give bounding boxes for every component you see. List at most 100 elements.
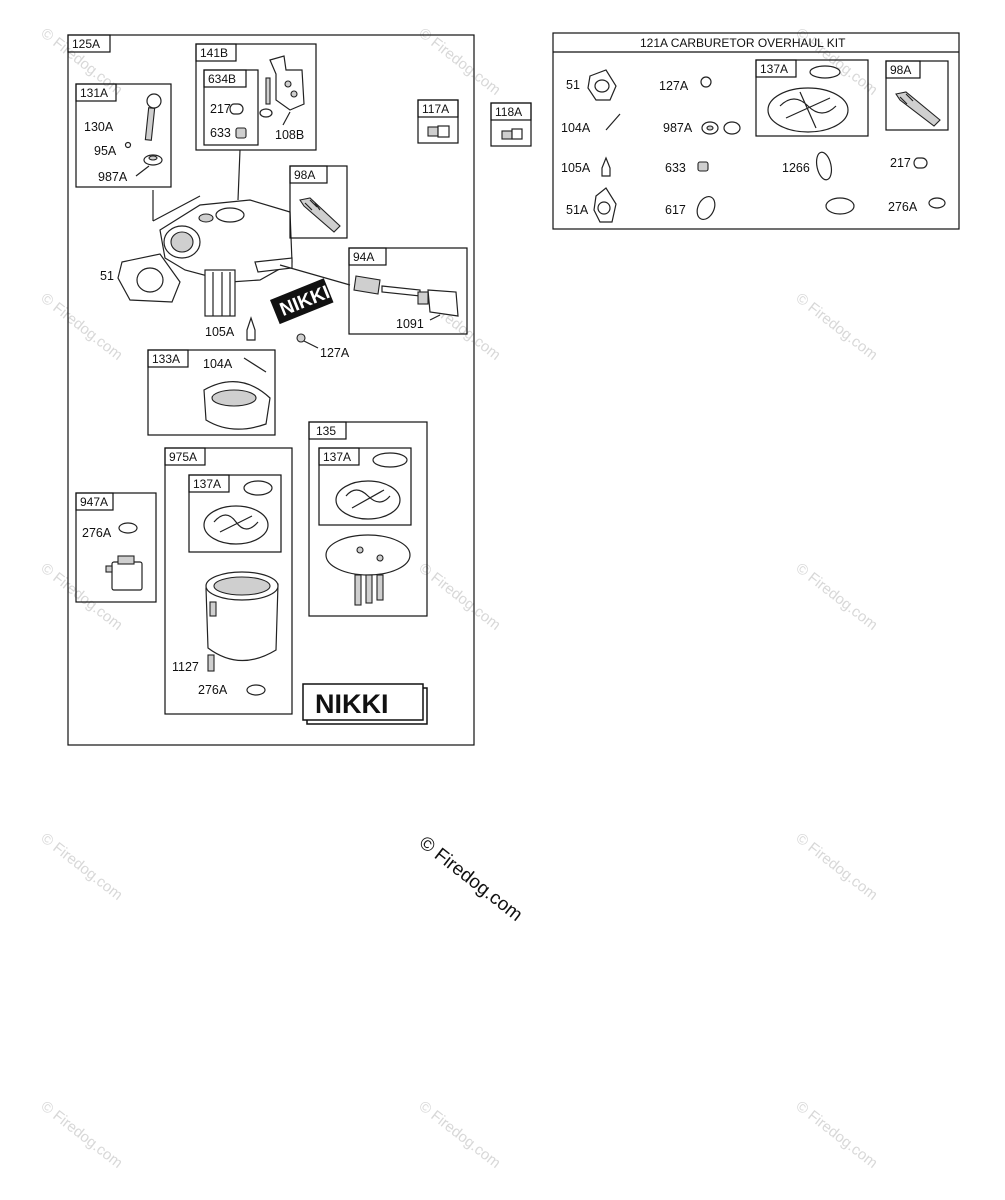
seal-icon (697, 161, 709, 172)
o-ring-icon (696, 196, 716, 220)
main-assembly-box: 125A (67, 34, 475, 746)
group-133A: 133A 104A (147, 349, 276, 436)
group-975A: 975A 137A 1127 276A (164, 447, 293, 715)
group-117A-label: 117A (422, 102, 449, 116)
washer-icon (928, 197, 946, 209)
idle-screw-icon (895, 91, 941, 127)
part-987A: 987A (98, 170, 128, 184)
watermark: © Firedog.com (416, 1098, 504, 1172)
bowl-gasket-icon (335, 480, 401, 520)
kit-98A-label: 98A (890, 63, 911, 77)
group-94A: 94A 1091 (279, 247, 468, 335)
plug-icon (296, 333, 306, 343)
needle-icon (601, 156, 611, 177)
o-ring-icon (809, 65, 841, 79)
part-51: 51 (100, 269, 114, 283)
brand-tag-small: NIKKI (270, 278, 334, 325)
main-assembly-label: 125A (72, 37, 100, 51)
part-217: 217 (210, 102, 231, 116)
group-135-137A-label: 137A (323, 450, 351, 464)
group-98A: 98A (289, 165, 348, 239)
watermark: © Firedog.com (793, 290, 881, 364)
kit-part-127A: 127A (659, 79, 689, 93)
group-947A: 947A 276A (75, 492, 157, 603)
kit-part-276A: 276A (888, 200, 918, 214)
bowl-screw-icon (207, 654, 215, 672)
kit-part-104A: 104A (561, 121, 591, 135)
part-130A: 130A (84, 120, 114, 134)
choke-shaft-icon (146, 93, 162, 109)
washer-icon (246, 684, 266, 696)
group-135-label: 135 (316, 424, 336, 438)
part-276A: 276A (82, 526, 112, 540)
part-1127: 1127 (172, 660, 199, 674)
kit-part-51: 51 (566, 78, 580, 92)
watermark: © Firedog.com (38, 290, 126, 364)
plug-icon (700, 76, 712, 88)
watermark-center: © Firedog.com (415, 832, 526, 925)
kit-part-1266: 1266 (782, 161, 810, 175)
watermark: © Firedog.com (793, 830, 881, 904)
watermark: © Firedog.com (793, 560, 881, 634)
kit-part-617: 617 (665, 203, 686, 217)
kit-part-987A: 987A (663, 121, 693, 135)
spring-icon (353, 275, 381, 295)
kit-137A-label: 137A (760, 62, 788, 76)
solenoid-icon (427, 289, 459, 317)
group-131A: 131A 130A 95A 987A (75, 83, 172, 188)
brand-badge-large: NIKKI (302, 683, 428, 725)
part-276A: 276A (198, 683, 228, 697)
gasket-51: 51 (100, 253, 181, 303)
diaphragm-plate-icon (325, 534, 411, 576)
loose-parts: 105A 127A (205, 316, 350, 360)
watermarks: © Firedog.com © Firedog.com © Firedog.co… (38, 25, 881, 1172)
group-117A: 117A (417, 99, 459, 144)
kit-part-217: 217 (890, 156, 911, 170)
screw-icon (501, 130, 513, 140)
group-118A: 118A (490, 102, 532, 147)
needle-icon (246, 316, 256, 341)
carburetor-body-icon (152, 149, 293, 317)
group-131A-label: 131A (80, 86, 108, 100)
overhaul-kit-title: 121A CARBURETOR OVERHAUL KIT (640, 36, 846, 50)
watermark: © Firedog.com (793, 1098, 881, 1172)
washer-icon (118, 522, 138, 534)
watermark: © Firedog.com (416, 560, 504, 634)
o-ring-icon (372, 452, 408, 468)
o-ring-icon (243, 480, 273, 496)
watermark: © Firedog.com (416, 25, 504, 99)
o-ring-icon (825, 197, 855, 215)
bowl-gasket-icon (203, 505, 269, 545)
pin-icon (605, 113, 621, 131)
group-947A-label: 947A (80, 495, 108, 509)
part-105A: 105A (205, 325, 235, 339)
group-135: 135 137A (308, 421, 428, 617)
part-633: 633 (210, 126, 231, 140)
idle-screw-icon (299, 197, 341, 233)
kit-part-633: 633 (665, 161, 686, 175)
group-141B: 141B 634B 217 633 108B (195, 43, 317, 151)
group-634B-label: 634B (208, 72, 236, 86)
part-108B: 108B (275, 128, 304, 142)
watermark: © Firedog.com (38, 1098, 126, 1172)
watermark: © Firedog.com (38, 830, 126, 904)
o-ring-icon (815, 151, 833, 181)
overhaul-kit-box: 121A CARBURETOR OVERHAUL KIT 51 104A 105… (552, 32, 960, 230)
part-104A: 104A (203, 357, 233, 371)
part-1091: 1091 (396, 317, 424, 331)
group-94A-label: 94A (353, 250, 374, 264)
group-141B-label: 141B (200, 46, 228, 60)
brand-large-text: NIKKI (315, 689, 389, 719)
screw-icon (427, 126, 439, 137)
seal-icon (723, 121, 741, 135)
group-975A-label: 975A (169, 450, 197, 464)
part-127A: 127A (320, 346, 350, 360)
group-975A-137A-label: 137A (193, 477, 221, 491)
group-133A-label: 133A (152, 352, 180, 366)
kit-part-51A: 51A (566, 203, 589, 217)
solenoid-icon (111, 561, 143, 591)
group-118A-label: 118A (495, 105, 522, 119)
group-98A-label: 98A (294, 168, 315, 182)
part-95A: 95A (94, 144, 117, 158)
